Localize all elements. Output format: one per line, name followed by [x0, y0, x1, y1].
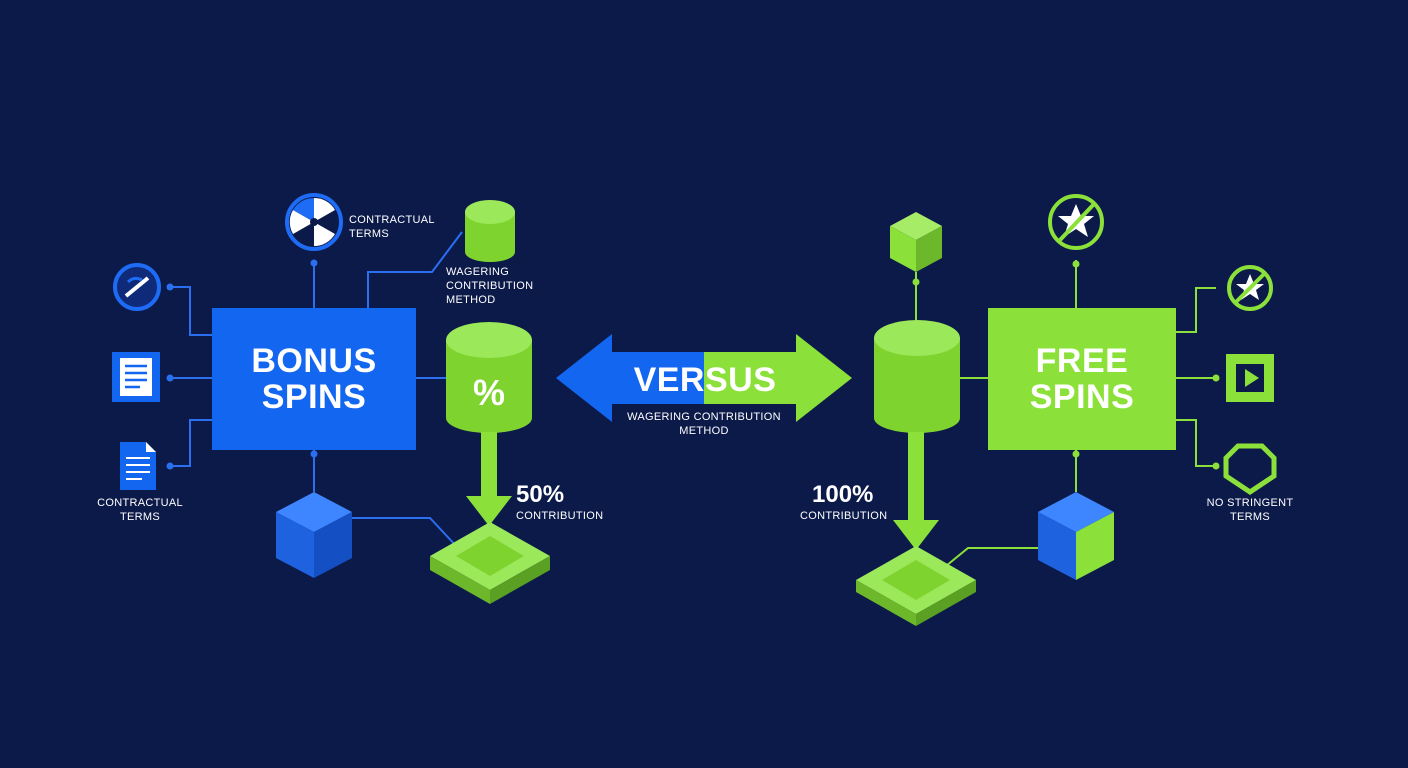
shield-icon	[1223, 443, 1277, 496]
left-contribution-label: CONTRIBUTION	[516, 510, 604, 522]
versus-title: VERSUS	[633, 361, 777, 399]
right-cube-icon	[1038, 492, 1114, 580]
radiation-icon	[285, 193, 343, 251]
free-spins-box: FREE SPINS	[988, 308, 1176, 450]
small-cylinder-icon	[465, 200, 515, 262]
left-connector-dots	[166, 259, 318, 470]
label-contractual-terms-top: CONTRACTUAL TERMS	[349, 214, 435, 240]
right-down-arrow	[893, 432, 939, 550]
bonus-title-line1: BONUS	[251, 342, 377, 380]
percent-symbol: %	[472, 372, 505, 413]
right-tile-icon	[856, 546, 976, 626]
left-contribution-value: 50%	[516, 481, 565, 508]
right-contribution-label: CONTRIBUTION	[800, 510, 888, 522]
right-contribution-value: 100%	[812, 481, 874, 508]
label-no-stringent-terms: NO STRINGENT TERMS	[1206, 497, 1294, 523]
play-icon	[1226, 354, 1274, 402]
no-spin-icon	[113, 263, 161, 311]
left-connectors	[170, 231, 463, 549]
tile-icon	[430, 522, 550, 604]
no-star-icon	[1048, 194, 1104, 250]
label-wagering-method-left: WAGERING CONTRIBUTION METHOD	[446, 266, 534, 306]
right-cylinder-icon	[874, 320, 960, 433]
versus-arrow	[556, 334, 852, 422]
right-connector-dots	[912, 260, 1220, 470]
file-icon	[120, 442, 156, 490]
free-title-line1: FREE	[1035, 342, 1129, 380]
versus-subtitle: WAGERING CONTRIBUTION METHOD	[627, 411, 781, 437]
document-icon	[112, 352, 160, 402]
bonus-spins-box: BONUS SPINS	[212, 308, 416, 450]
down-arrow	[466, 432, 512, 526]
bonus-title-line2: SPINS	[261, 378, 367, 416]
cylinder-icon	[446, 322, 532, 433]
free-title-line2: SPINS	[1029, 378, 1135, 416]
label-contractual-terms-bottom: CONTRACTUAL TERMS	[97, 497, 183, 523]
cube-icon	[276, 492, 352, 578]
small-cube-icon	[890, 212, 942, 272]
no-star-small-icon	[1227, 265, 1273, 311]
